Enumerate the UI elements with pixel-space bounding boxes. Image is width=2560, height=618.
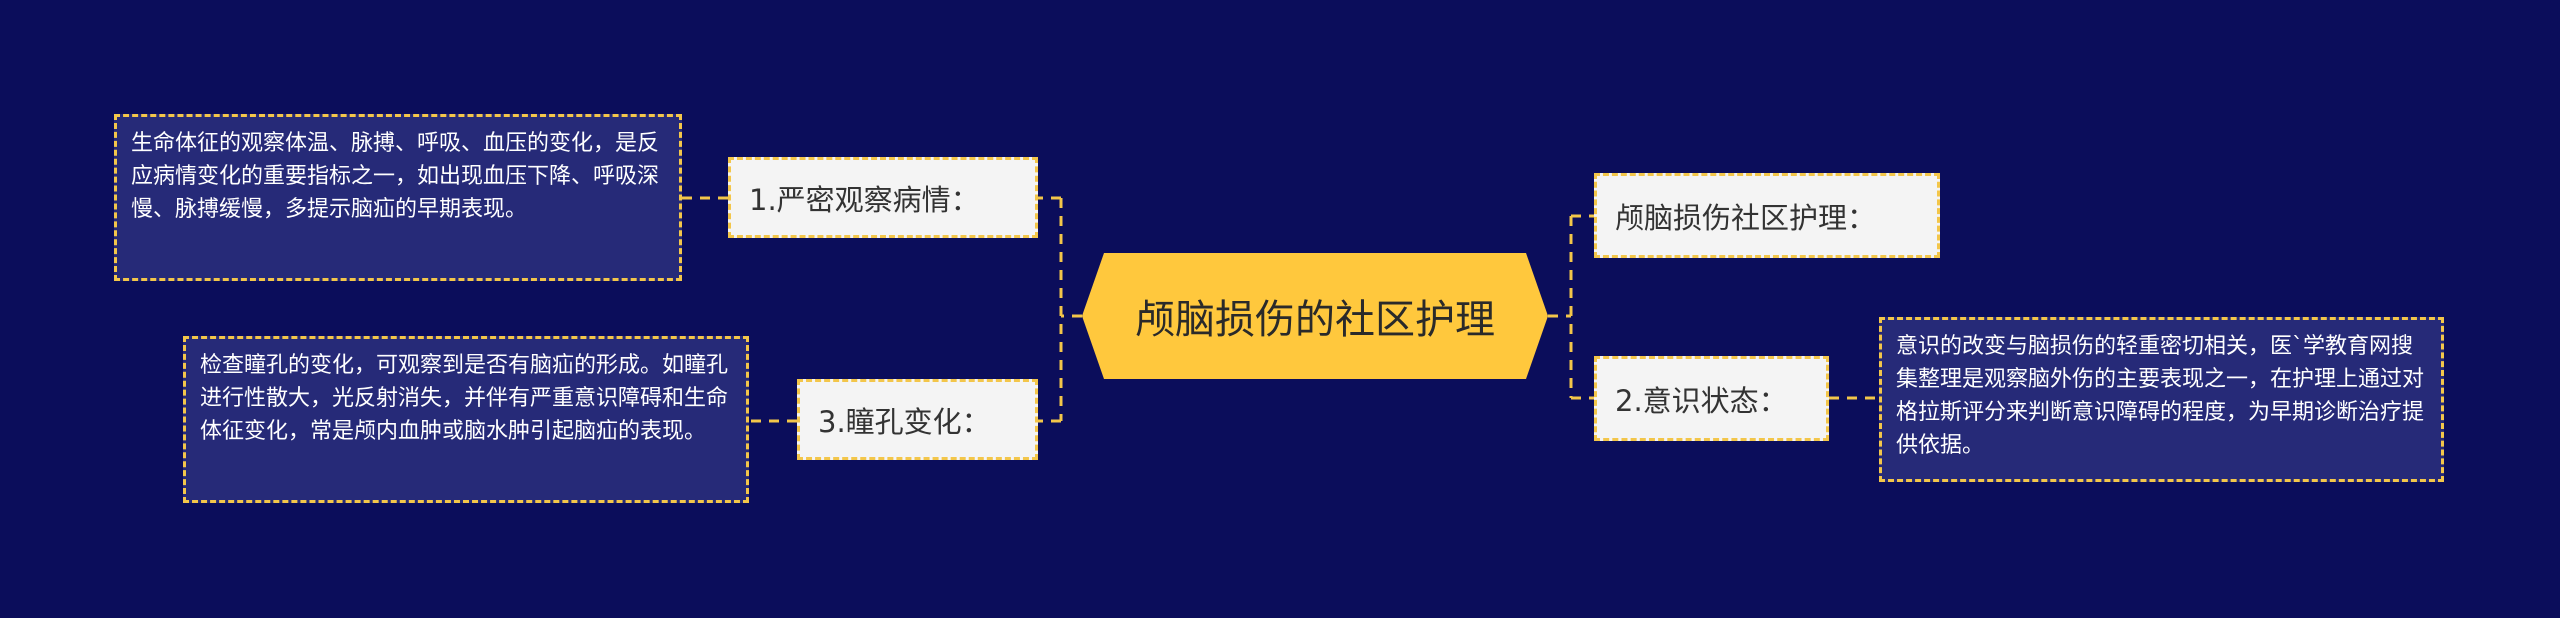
central-topic[interactable]: 颅脑损伤的社区护理	[1082, 253, 1548, 379]
detail-text: 检查瞳孔的变化，可观察到是否有脑疝的形成。如瞳孔进行性散大，光反射消失，并伴有严…	[200, 353, 729, 444]
branch-label: 2.意识状态：	[1615, 383, 1788, 418]
branch-observe-condition[interactable]: 1.严密观察病情：	[728, 157, 1038, 238]
detail-consciousness[interactable]: 意识的改变与脑损伤的轻重密切相关，医`学教育网搜集整理是观察脑外伤的主要表现之一…	[1879, 317, 2444, 482]
detail-pupil-change[interactable]: 检查瞳孔的变化，可观察到是否有脑疝的形成。如瞳孔进行性散大，光反射消失，并伴有严…	[183, 336, 749, 503]
branch-community-care[interactable]: 颅脑损伤社区护理：	[1594, 173, 1940, 258]
left-connector	[1038, 196, 1082, 423]
detail-text: 意识的改变与脑损伤的轻重密切相关，医`学教育网搜集整理是观察脑外伤的主要表现之一…	[1896, 334, 2425, 458]
branch-consciousness[interactable]: 2.意识状态：	[1594, 356, 1829, 441]
branch-pupil-change[interactable]: 3.瞳孔变化：	[797, 379, 1038, 460]
central-topic-label: 颅脑损伤的社区护理	[1135, 297, 1495, 343]
right-connector	[1548, 214, 1594, 400]
detail-text: 生命体征的观察体温、脉搏、呼吸、血压的变化，是反应病情变化的重要指标之一，如出现…	[131, 131, 660, 222]
branch-label: 3.瞳孔变化：	[818, 404, 991, 439]
central-topic-shape	[1082, 253, 1548, 379]
branch-label: 颅脑损伤社区护理：	[1615, 200, 1877, 235]
detail-observe-condition[interactable]: 生命体征的观察体温、脉搏、呼吸、血压的变化，是反应病情变化的重要指标之一，如出现…	[114, 114, 682, 281]
branch-label: 1.严密观察病情：	[749, 182, 980, 217]
